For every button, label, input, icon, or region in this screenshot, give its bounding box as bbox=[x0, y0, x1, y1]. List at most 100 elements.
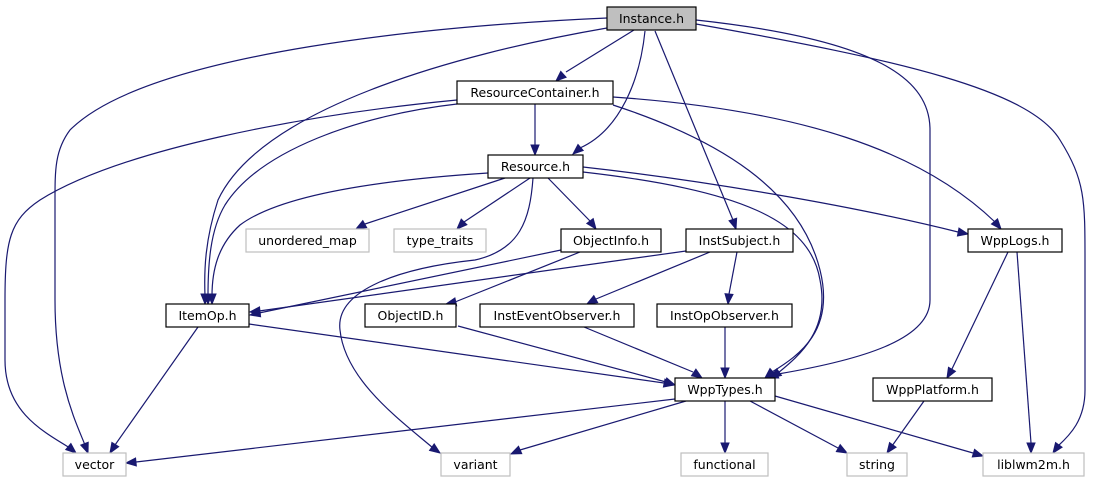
edge-line bbox=[582, 171, 823, 374]
edge-line bbox=[695, 23, 1086, 447]
edge-instsubject-to-instopobserver bbox=[724, 251, 738, 306]
node-label: Resource.h bbox=[501, 159, 570, 174]
node-variant: variant bbox=[440, 452, 511, 477]
edge-wppplatform-to-string bbox=[886, 400, 925, 455]
node-objectinfo[interactable]: ObjectInfo.h bbox=[560, 228, 662, 253]
node-label: type_traits bbox=[407, 233, 474, 248]
edge-objectid-to-wpptypes bbox=[457, 325, 677, 387]
node-insteventobserver[interactable]: InstEventObserver.h bbox=[479, 303, 635, 328]
edge-resourcecontainer-to-itemop bbox=[203, 103, 458, 306]
edge-resourcecontainer-to-resource bbox=[530, 104, 540, 157]
node-string: string bbox=[846, 452, 908, 477]
edge-resource-to-wpptypes bbox=[582, 171, 823, 379]
edge-instance-to-resource bbox=[571, 30, 646, 155]
edge-wpptypes-to-functional bbox=[720, 401, 730, 455]
node-unordered-map: unordered_map bbox=[245, 228, 370, 253]
edge-line bbox=[654, 30, 734, 221]
arrowhead-icon bbox=[64, 442, 78, 454]
arrowhead-icon bbox=[248, 306, 261, 316]
node-liblwm2m: liblwm2m.h bbox=[982, 452, 1085, 477]
node-objectid[interactable]: ObjectID.h bbox=[364, 303, 457, 328]
arrowhead-icon bbox=[1026, 442, 1036, 455]
arrowhead-icon bbox=[835, 443, 849, 454]
node-wpplogs[interactable]: WppLogs.h bbox=[967, 228, 1063, 253]
edge-instsubject-to-itemop bbox=[248, 250, 687, 316]
edge-line bbox=[4, 99, 458, 449]
node-label: string bbox=[859, 457, 895, 472]
node-resource[interactable]: Resource.h bbox=[487, 154, 584, 179]
node-label: ResourceContainer.h bbox=[470, 85, 599, 100]
node-resourcecontainer[interactable]: ResourceContainer.h bbox=[456, 80, 614, 105]
node-label: WppPlatform.h bbox=[886, 382, 979, 397]
edge-line bbox=[583, 326, 694, 373]
edge-resource-to-objectinfo bbox=[547, 177, 597, 231]
nodes-layer: Instance.h ResourceContainer.h Resource.… bbox=[62, 6, 1085, 477]
node-label: unordered_map bbox=[258, 233, 357, 248]
arrowhead-icon bbox=[79, 441, 89, 455]
node-wpptypes[interactable]: WppTypes.h bbox=[674, 377, 776, 402]
edge-line bbox=[258, 249, 562, 314]
arrowhead-icon bbox=[946, 366, 957, 380]
edge-line bbox=[339, 177, 534, 449]
edge-resource-to-variant bbox=[339, 177, 534, 454]
edge-line bbox=[258, 250, 687, 312]
edge-line bbox=[54, 17, 608, 446]
edge-resource-to-type_traits bbox=[456, 177, 531, 230]
edge-line bbox=[547, 177, 591, 222]
node-label: InstEventObserver.h bbox=[494, 308, 621, 323]
arrowhead-icon bbox=[769, 368, 783, 379]
arrowhead-icon bbox=[585, 294, 599, 305]
edge-line bbox=[135, 398, 676, 463]
edge-instance-to-instsubject bbox=[654, 30, 738, 231]
edge-line bbox=[204, 27, 608, 297]
edge-line bbox=[595, 251, 711, 300]
node-label: WppLogs.h bbox=[981, 233, 1050, 248]
edge-resourcecontainer-to-vector bbox=[4, 99, 458, 454]
edge-line bbox=[457, 325, 667, 383]
arrowhead-icon bbox=[971, 448, 985, 458]
edge-line bbox=[463, 177, 531, 223]
arrowhead-icon bbox=[728, 217, 738, 231]
node-itemop[interactable]: ItemOp.h bbox=[165, 303, 250, 328]
node-label: ItemOp.h bbox=[178, 308, 236, 323]
edge-itemop-to-vector bbox=[109, 326, 199, 455]
edge-itemop-to-wpptypes bbox=[248, 323, 676, 388]
edge-instance-to-resourcecontainer bbox=[554, 29, 635, 82]
arrowhead-icon bbox=[585, 217, 597, 231]
edge-wpptypes-to-liblwm2m bbox=[774, 395, 985, 458]
edge-wpptypes-to-string bbox=[749, 400, 849, 454]
arrowhead-icon bbox=[690, 368, 704, 379]
edge-wpptypes-to-variant bbox=[509, 400, 687, 455]
edge-line bbox=[749, 400, 839, 449]
arrowhead-icon bbox=[724, 293, 734, 306]
edge-line bbox=[211, 172, 489, 297]
node-instsubject[interactable]: InstSubject.h bbox=[685, 228, 794, 253]
edge-wpplogs-to-liblwm2m bbox=[1016, 251, 1036, 455]
node-label: InstOpObserver.h bbox=[670, 308, 779, 323]
edge-instance-to-liblwm2m bbox=[695, 23, 1086, 455]
arrowhead-icon bbox=[554, 70, 567, 82]
edge-resource-to-wpplogs bbox=[582, 166, 970, 237]
edge-line bbox=[565, 29, 635, 73]
arrowhead-icon bbox=[886, 441, 897, 455]
edge-line bbox=[582, 166, 959, 233]
node-label: ObjectID.h bbox=[378, 308, 444, 323]
arrowhead-icon bbox=[530, 144, 540, 157]
arrowhead-icon bbox=[456, 218, 468, 230]
node-instopobserver[interactable]: InstOpObserver.h bbox=[656, 303, 793, 328]
edge-line bbox=[364, 177, 506, 225]
edge-instance-to-vector bbox=[54, 17, 608, 455]
edge-resource-to-unordered_map bbox=[354, 177, 506, 230]
node-vector: vector bbox=[62, 452, 127, 477]
edge-line bbox=[114, 326, 199, 446]
arrowhead-icon bbox=[720, 442, 730, 455]
node-instance[interactable]: Instance.h bbox=[606, 6, 697, 31]
node-label: functional bbox=[693, 457, 755, 472]
edge-resourcecontainer-to-wpplogs bbox=[612, 96, 1002, 231]
edge-wpptypes-to-vector bbox=[124, 398, 676, 467]
node-wppplatform[interactable]: WppPlatform.h bbox=[872, 377, 993, 402]
edge-line bbox=[519, 400, 687, 451]
node-functional: functional bbox=[680, 452, 769, 477]
node-label: WppTypes.h bbox=[687, 382, 762, 397]
edge-line bbox=[774, 395, 974, 454]
